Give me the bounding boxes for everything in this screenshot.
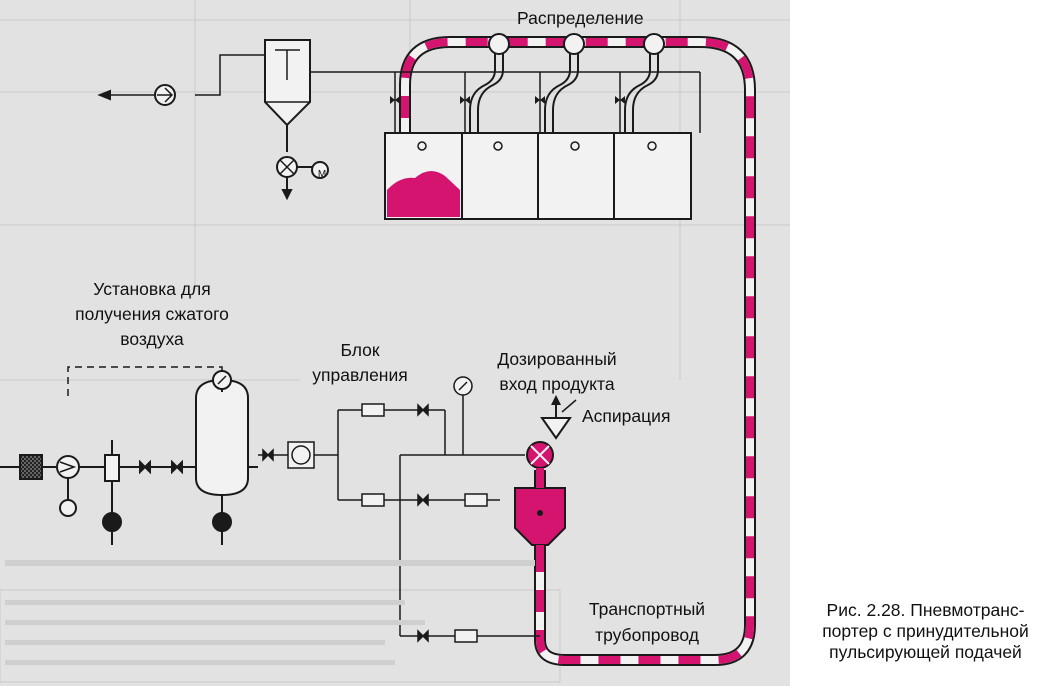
inlet-hopper-icon [540, 417, 572, 440]
label-distribution: Распределение [517, 8, 644, 28]
label-dosed-input-line2: вход продукта [499, 374, 614, 394]
caption-line3: пульсирующей подачей [829, 642, 1022, 662]
diagram-stage: M [0, 0, 790, 686]
label-control-unit-line1: Блок [340, 340, 379, 360]
product-feed-unit [514, 395, 577, 562]
valve-icon [390, 96, 400, 104]
label-dosed-input-line1: Дозированный [497, 349, 616, 369]
label-compressed-air-line1: Установка для [93, 279, 210, 299]
flow-throttle-icon [361, 403, 385, 417]
valve-icon [535, 96, 545, 104]
label-compressed-air-line3: воздуха [120, 329, 184, 349]
valve-icon [139, 459, 151, 475]
label-control-unit-line2: управления [312, 365, 407, 385]
feed-tank-icon [514, 487, 566, 546]
label-transport-pipe-line2: трубопровод [595, 625, 699, 645]
label-compressed-air-line2: получения сжатого [75, 304, 229, 324]
pneumatic-conveyor-diagram: M [0, 0, 790, 683]
drain-icon [102, 512, 122, 532]
diverter-valves [488, 33, 665, 55]
exhaust-collector [310, 71, 701, 133]
control-unit [258, 376, 540, 643]
flow-throttle-icon [361, 493, 385, 507]
dust-filter [97, 39, 329, 201]
valve-icon [262, 448, 274, 462]
valve-icon [171, 459, 183, 475]
silo-vent-valves [390, 96, 625, 104]
compressed-air-unit [0, 366, 258, 545]
valve-icon [615, 96, 625, 104]
motor-symbol: M [318, 169, 326, 180]
receiver-tank-icon [195, 378, 249, 497]
diverter-icon [643, 33, 665, 55]
cooler-icon [104, 454, 120, 482]
filter-icon [264, 39, 311, 127]
caption-line2: портер с принудительной [822, 621, 1029, 641]
transport-pipe-loop [399, 36, 756, 666]
valve-icon [417, 493, 429, 507]
motor-icon [311, 161, 329, 179]
solenoid-valve-icon [464, 493, 488, 507]
valve-icon [417, 403, 429, 417]
diverter-icon [563, 33, 585, 55]
figure-caption: Рис. 2.28. Пневмотранс- портер с принуди… [796, 600, 1055, 663]
drain-icon [212, 512, 232, 532]
valve-icon [417, 629, 429, 643]
caption-line1: Рис. 2.28. Пневмотранс- [826, 600, 1025, 620]
storage-silos [384, 132, 692, 220]
motor-icon [59, 499, 77, 517]
valve-icon [460, 96, 470, 104]
air-intake-filter-icon [19, 454, 43, 480]
label-transport-pipe-line1: Транспортный [589, 599, 705, 619]
solenoid-valve-icon [454, 629, 478, 643]
label-aspiration: Аспирация [582, 406, 670, 426]
bleed-through-text [5, 560, 535, 665]
diverter-icon [488, 33, 510, 55]
distribution-branches [469, 48, 659, 135]
